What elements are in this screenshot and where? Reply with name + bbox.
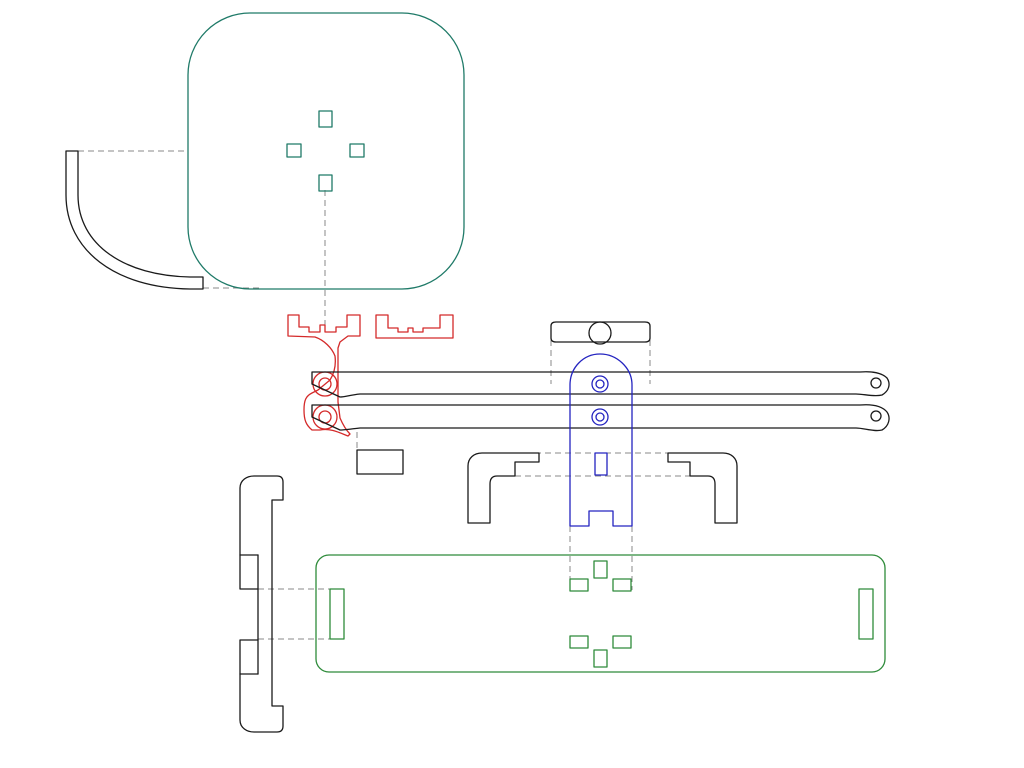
upper-link-arm xyxy=(311,371,890,398)
blue-link-outline xyxy=(569,353,633,527)
base-slot-left xyxy=(329,588,345,640)
lower-link-arm xyxy=(311,404,890,432)
plate-slot-right xyxy=(349,143,365,158)
blue-link-hole-outer xyxy=(591,375,609,393)
blue-link-hole-inner xyxy=(595,412,605,422)
pivot-hole-outer xyxy=(312,404,338,430)
base-slot-lower-right xyxy=(612,635,632,649)
knob-handle xyxy=(550,321,651,345)
base-slot-right xyxy=(858,588,874,640)
red-clip-bracket xyxy=(287,314,361,437)
base-plate xyxy=(315,554,886,673)
plate-slot-top xyxy=(318,110,333,128)
top-plate-outline xyxy=(187,12,465,290)
arm-end-hole xyxy=(870,377,882,389)
blue-link-hole-inner xyxy=(595,379,605,389)
knob-grip-circle xyxy=(588,321,612,345)
base-slot-lower-left xyxy=(569,635,589,649)
rail-notches xyxy=(239,554,259,675)
plate-slot-bottom xyxy=(318,174,333,192)
vertical-rail xyxy=(239,475,284,733)
top-plate xyxy=(187,12,465,290)
red-clip-strip xyxy=(375,314,454,339)
projection-lines xyxy=(78,150,690,640)
link-arms xyxy=(311,371,890,432)
blue-link xyxy=(569,353,633,527)
curved-side-profile xyxy=(65,150,204,290)
base-slot-upper-right xyxy=(612,578,632,592)
base-slot-upper-left xyxy=(569,578,589,592)
knob-handle-outline xyxy=(550,321,651,343)
plate-slot-left xyxy=(286,143,302,158)
right-l-bracket xyxy=(667,452,738,524)
left-l-bracket xyxy=(467,452,540,524)
arm-end-hole xyxy=(870,410,882,422)
blue-link-slot xyxy=(594,452,608,476)
base-slot-upper-top xyxy=(593,560,608,579)
spacer-block xyxy=(356,449,404,475)
base-plate-outline xyxy=(315,554,886,673)
base-slot-lower-bottom xyxy=(593,649,608,668)
blue-link-hole-outer xyxy=(591,408,609,426)
